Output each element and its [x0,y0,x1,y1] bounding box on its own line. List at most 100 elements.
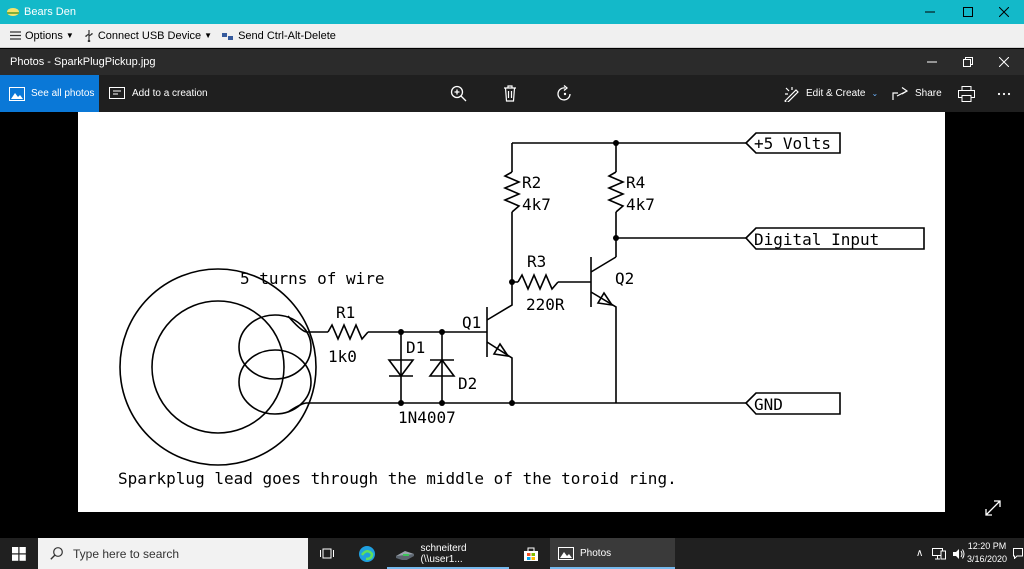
edit-create-icon [784,86,799,102]
d2-diode [428,358,456,377]
delete-button[interactable] [503,75,517,112]
minimize-icon [927,61,937,63]
taskbar-search-box[interactable]: Type here to search [38,538,308,569]
photos-restore-button[interactable] [950,49,986,75]
schematic-diagram: +5 Volts Digital Input GND R2 4k7 R4 4k7… [118,132,925,488]
q1-emitter-arrow [492,342,510,358]
toroid-inner [151,300,285,434]
taskbar-photos-item[interactable]: Photos [550,538,675,569]
photos-item-label: Photos [580,548,612,559]
r4-label: R4 [626,173,645,192]
print-button[interactable] [958,75,975,112]
vm-title: Bears Den [24,6,76,18]
restore-icon [963,57,973,67]
q2-collector [590,256,617,273]
footer-note: Sparkplug lead goes through the middle o… [118,469,677,488]
edit-create-button[interactable]: Edit & Create ⌄ [784,75,878,112]
taskbar-store-button[interactable] [516,538,546,569]
edge-icon [359,545,375,562]
notifications-button[interactable] [1012,538,1024,569]
taskbar: Type here to search schneiterd (\\user1.… [0,538,1024,569]
q1-label: Q1 [462,313,481,332]
chevron-down-icon: ▼ [65,31,74,40]
r2-label: R2 [522,173,541,192]
start-button[interactable] [0,538,38,569]
send-ctrl-alt-delete-button[interactable]: Send Ctrl-Alt-Delete [222,24,336,48]
q2-emitter-arrow [596,291,614,307]
close-button[interactable] [986,0,1022,24]
see-all-photos-button[interactable]: See all photos [0,75,99,112]
gnd-label: GND [754,395,783,414]
task-view-button[interactable] [313,538,341,569]
network-icon[interactable] [932,547,947,560]
search-icon [50,547,63,560]
bear-app-icon [7,8,19,16]
add-to-creation-label: Add to a creation [132,88,208,99]
options-label: Options [25,29,63,42]
r1-label: R1 [336,303,355,322]
options-menu[interactable]: Options ▼ [10,24,74,48]
maximize-icon [963,7,973,17]
taskbar-explorer-item[interactable]: schneiterd (\\user1... [387,538,509,569]
junction-dot [398,329,404,335]
photos-app-icon [558,547,574,560]
digital-input-box [744,227,925,250]
taskbar-clock[interactable]: 12:20 PM 3/16/2020 [962,540,1012,566]
more-icon [997,92,1011,95]
coil-lead-top [287,315,307,333]
r3-resistor [517,272,559,292]
r1-resistor [327,322,369,342]
digital-input-label: Digital Input [754,230,879,249]
junction-dot [509,279,515,285]
chevron-down-icon: ⌄ [871,89,879,98]
maximize-button[interactable] [950,0,986,24]
full-screen-button[interactable] [985,500,1001,521]
zoom-button[interactable] [450,75,467,112]
photos-minimize-button[interactable] [914,49,950,75]
add-to-creation-button[interactable]: Add to a creation [109,75,208,112]
close-icon [999,7,1009,17]
usb-icon [85,29,93,42]
add-creation-icon [109,86,125,99]
chevron-up-icon[interactable]: ∧ [916,548,924,559]
photos-close-button[interactable] [986,49,1022,75]
connect-usb-label: Connect USB Device [97,29,202,42]
volume-icon[interactable] [952,548,965,560]
share-icon [892,86,908,100]
photos-command-bar: See all photos Add to a creation Edit & … [0,75,1024,112]
photos-title-bar: Photos - SparkPlugPickup.jpg [0,49,1024,75]
r3-value: 220R [526,295,565,314]
d2-label: D2 [458,374,477,393]
r2-value: 4k7 [522,195,551,214]
more-options-button[interactable] [997,75,1011,112]
vm-title-bar: Bears Den [0,0,1024,24]
search-placeholder: Type here to search [73,546,180,561]
junction-dot [439,400,445,406]
minimize-button[interactable] [912,0,948,24]
hamburger-icon [10,31,21,40]
r2-resistor [502,171,522,213]
close-icon [999,57,1009,67]
coil-lead-bottom [287,402,307,413]
share-button[interactable]: Share [892,75,942,112]
printer-icon [958,85,975,102]
q2-emitter [590,291,617,403]
send-cad-label: Send Ctrl-Alt-Delete [238,29,336,42]
power-label-box [744,132,841,154]
schematic-photo: +5 Volts Digital Input GND R2 4k7 R4 4k7… [78,112,945,512]
notification-icon [1013,548,1023,559]
junction-dot [613,140,619,146]
junction-dot [398,400,404,406]
store-icon [524,547,538,561]
junction-dot [439,329,445,335]
rotate-button[interactable] [556,75,574,112]
coil-winding-lower [238,349,312,415]
windows-logo-icon [12,546,26,561]
taskbar-edge-button[interactable] [352,538,382,569]
d1-diode [387,359,415,378]
junction-dot [509,400,515,406]
connect-usb-menu[interactable]: Connect USB Device ▼ [84,24,212,48]
photos-window-title: Photos - SparkPlugPickup.jpg [10,56,156,68]
see-all-photos-label: See all photos [31,88,95,99]
zoom-in-icon [450,85,467,102]
